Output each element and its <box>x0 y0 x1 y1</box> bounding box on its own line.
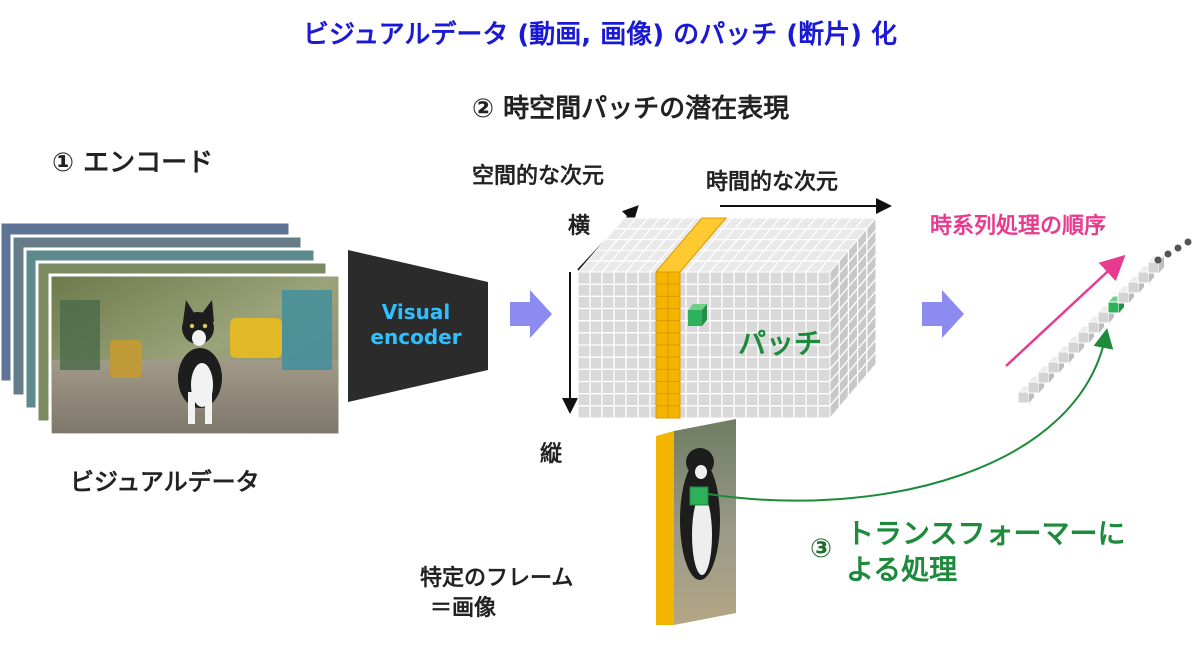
sequence-order-label: 時系列処理の順序 <box>930 214 1107 239</box>
transformer-arrow <box>707 328 1114 502</box>
transformer-label-line2: よる処理 <box>846 553 958 586</box>
encoder-label-line2: encoder <box>370 325 462 349</box>
temporal-dimension-label: 時間的な次元 <box>706 170 839 195</box>
ellipsis-dot <box>1184 238 1192 246</box>
page-title: ビジュアルデータ (動画, 画像) のパッチ (断片) 化 <box>302 20 898 50</box>
arrow-to-latent-icon <box>510 290 552 338</box>
video-frames-stack <box>0 220 342 437</box>
patch-voxel <box>688 304 707 326</box>
visual-data-label: ビジュアルデータ <box>70 468 260 496</box>
encoder-label-line1: Visual <box>381 300 451 324</box>
token-sequence <box>1016 238 1192 404</box>
frame-slice-image <box>656 419 736 625</box>
slice-patch-highlight <box>689 486 709 506</box>
visual-encoder-box <box>348 250 488 402</box>
transformer-step-number: ③ <box>810 534 833 564</box>
vertical-axis-label: 縦 <box>540 442 563 467</box>
frame-label-line1: 特定のフレーム <box>420 566 574 591</box>
cat-video-frame-image <box>48 273 342 437</box>
latent-cube <box>576 216 878 420</box>
latent-section-heading: ② 時空間パッチの潜在表現 <box>472 94 790 124</box>
transformer-label-line1: トランスフォーマーに <box>846 517 1126 550</box>
ellipsis-dot <box>1164 250 1172 258</box>
patch-label: パッチ <box>738 327 823 360</box>
frame-label-line2: ＝画像 <box>430 596 497 621</box>
spatial-dimension-label: 空間的な次元 <box>472 164 605 189</box>
ellipsis-dot <box>1154 256 1162 264</box>
encode-section-heading: ① エンコード <box>52 148 214 178</box>
sequence-order-arrow <box>1005 254 1126 367</box>
horizontal-axis-label: 横 <box>568 214 591 239</box>
arrow-to-sequence-icon <box>922 290 964 338</box>
visual-encoder-label: Visual encoder <box>356 300 476 350</box>
ellipsis-dot <box>1174 244 1182 252</box>
